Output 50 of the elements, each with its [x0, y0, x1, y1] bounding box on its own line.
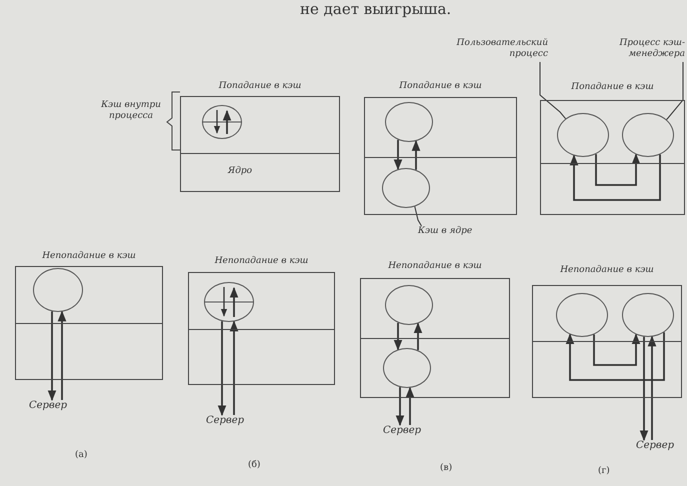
arrow: [566, 332, 665, 381]
cache-circle: [33, 268, 83, 312]
callout-label: Сервер: [195, 415, 255, 426]
cache-circle: [556, 293, 608, 337]
note-text: не дает выигрыша.: [300, 0, 452, 18]
arrow: [394, 140, 402, 170]
panel-heading: Непопадание в кэш: [559, 265, 655, 276]
cache-circle: [557, 113, 609, 157]
leader-line: [414, 206, 422, 226]
panel-heading: Попадание в кэш: [218, 81, 302, 92]
arrow: [218, 321, 226, 416]
arrow: [570, 154, 661, 201]
subfigure-label: (в): [440, 463, 452, 473]
arrow: [593, 333, 640, 366]
arrow: [58, 310, 66, 400]
callout-label: Пользовательский процесс: [450, 38, 548, 60]
leader-line: [666, 62, 684, 120]
arrow: [406, 386, 414, 425]
callout-label: Сервер: [625, 440, 685, 451]
cache-circle: [622, 293, 674, 337]
leader-line: [540, 62, 566, 120]
arrow: [48, 311, 56, 402]
arrow: [414, 322, 422, 350]
callout-label: Кэш в ядре: [418, 226, 488, 237]
cache-circle: [385, 102, 433, 142]
arrow: [230, 320, 238, 415]
subfigure-label: (б): [248, 460, 260, 470]
panel-heading: Попадание в кэш: [398, 81, 483, 92]
callout-label: Процесс кэш-менеджера: [588, 38, 685, 60]
panel-heading: Непопадание в кэш: [214, 256, 310, 267]
subfigure-label: (г): [598, 466, 610, 476]
cache-circle: [622, 113, 674, 157]
cache-circle: [385, 285, 433, 325]
callout-label: Сервер: [18, 400, 78, 411]
panel-heading: Попадание в кэш: [570, 82, 655, 93]
cache-circle: [382, 168, 430, 208]
region-label: Ядро: [226, 166, 254, 177]
callout-label: Сервер: [372, 425, 432, 436]
cache-circle: [202, 105, 242, 139]
arrow: [412, 140, 420, 170]
arrow: [394, 322, 402, 351]
callout-label: Кэш внутри процесса: [100, 100, 162, 122]
subfigure-label: (а): [75, 450, 88, 460]
arrow: [648, 336, 656, 440]
arrow: [595, 153, 640, 186]
arrow: [396, 387, 404, 426]
arrow: [640, 336, 648, 442]
cache-circle: [383, 348, 431, 388]
panel-heading: Непопадание в кэш: [41, 251, 137, 262]
panel-heading: Непопадание в кэш: [387, 261, 483, 272]
